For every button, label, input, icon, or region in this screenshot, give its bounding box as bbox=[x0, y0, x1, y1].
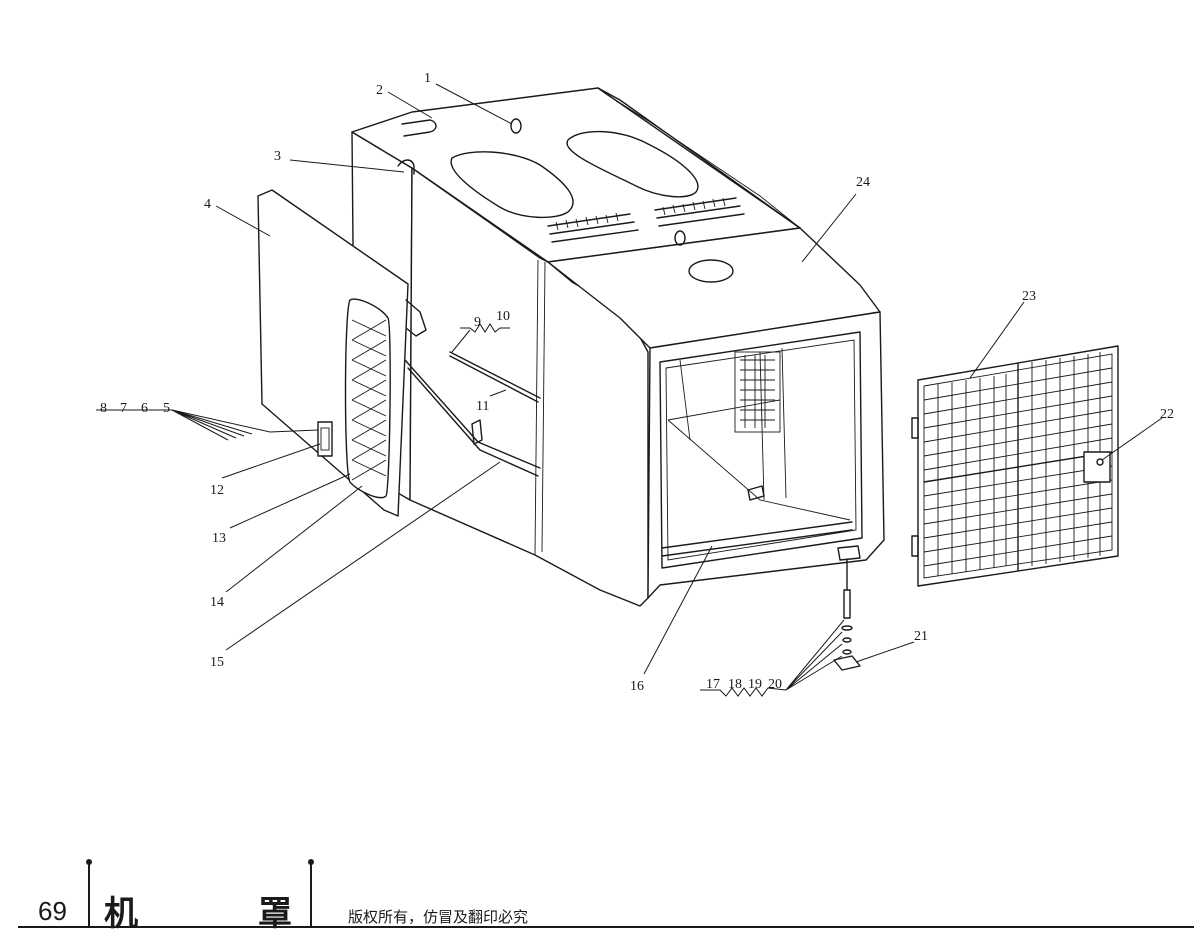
callout-1: 1 bbox=[424, 71, 431, 86]
callout-13: 13 bbox=[212, 531, 226, 546]
bolt-stack bbox=[833, 559, 861, 671]
copyright-notice: 版权所有，仿冒及翻印必究 bbox=[348, 908, 529, 926]
callout-5: 5 bbox=[163, 401, 170, 416]
door-grille-mesh bbox=[351, 319, 387, 481]
callout-15: 15 bbox=[210, 655, 224, 670]
leader-lines bbox=[96, 83, 1163, 697]
grille-mesh bbox=[923, 352, 1113, 576]
interior-mesh bbox=[740, 355, 775, 428]
callout-10: 10 bbox=[496, 309, 510, 324]
footer-divider-left bbox=[86, 859, 92, 928]
top-louvres bbox=[547, 197, 745, 243]
callout-labels: 1 2 3 4 8 7 6 5 9 10 11 12 13 14 15 16 1… bbox=[100, 71, 1174, 694]
callout-21: 21 bbox=[914, 629, 928, 644]
page-footer: 69 机 罩 版权所有，仿冒及翻印必究 bbox=[0, 859, 1200, 938]
callout-14: 14 bbox=[210, 595, 224, 610]
callout-22: 22 bbox=[1160, 407, 1174, 422]
callout-23: 23 bbox=[1022, 289, 1036, 304]
callout-4: 4 bbox=[204, 197, 211, 212]
callout-8: 8 bbox=[100, 401, 107, 416]
callout-24: 24 bbox=[856, 175, 870, 190]
callout-3: 3 bbox=[274, 149, 281, 164]
callout-11: 11 bbox=[476, 399, 489, 414]
callout-19: 19 bbox=[748, 677, 762, 692]
callout-2: 2 bbox=[376, 83, 383, 98]
callout-6: 6 bbox=[141, 401, 148, 416]
footer-rule bbox=[18, 926, 1194, 928]
page-number: 69 bbox=[38, 896, 67, 926]
callout-12: 12 bbox=[210, 483, 224, 498]
hood-housing bbox=[351, 87, 885, 607]
callout-7: 7 bbox=[120, 401, 127, 416]
front-grille bbox=[911, 345, 1119, 587]
footer-divider-right bbox=[308, 859, 314, 928]
callout-18: 18 bbox=[728, 677, 742, 692]
callout-20: 20 bbox=[768, 677, 782, 692]
side-door bbox=[257, 189, 427, 517]
callout-9: 9 bbox=[474, 315, 481, 330]
callout-17: 17 bbox=[706, 677, 720, 692]
callout-16: 16 bbox=[630, 679, 644, 694]
